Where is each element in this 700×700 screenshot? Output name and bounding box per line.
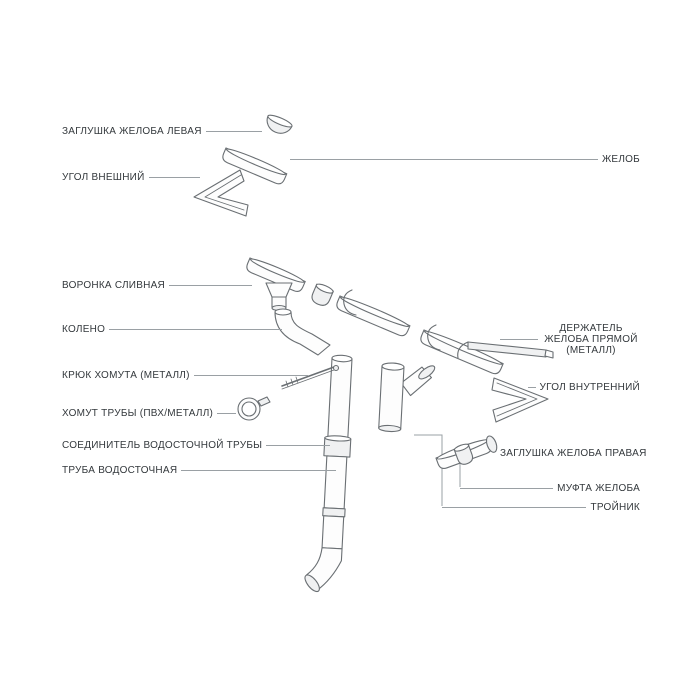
leader-drain-funnel	[169, 284, 252, 286]
label-gutter: ЖЕЛОБ	[601, 153, 640, 165]
label-drain-funnel: ВОРОНКА СЛИВНАЯ	[62, 279, 166, 291]
part-gutter-bracket	[457, 341, 554, 359]
label-gutter-bracket: ДЕРЖАТЕЛЬ ЖЕЛОБА ПРЯМОЙ (МЕТАЛЛ)	[544, 322, 638, 356]
gutter-opening	[423, 330, 503, 365]
leader-pipe-clamp	[217, 412, 236, 414]
hook-thread-ticks	[285, 376, 299, 388]
label-tee: ТРОЙНИК	[590, 501, 640, 513]
tee-body	[378, 365, 405, 430]
pipe-section-1	[327, 357, 353, 440]
leader-gutter	[290, 158, 598, 160]
part-tee	[378, 362, 436, 433]
outer-corner-rim	[204, 174, 245, 211]
label-row-drain-funnel: ВОРОНКА СЛИВНАЯ	[62, 278, 252, 292]
elbow-mouth	[274, 308, 292, 316]
hook-head	[332, 364, 340, 372]
inner-corner-body	[491, 377, 549, 423]
part-outer-corner	[193, 169, 249, 217]
leader-left-end-cap	[205, 130, 262, 132]
gutter-opening	[225, 148, 287, 176]
label-clamp-hook: КРЮК ХОМУТА (МЕТАЛЛ)	[62, 369, 190, 381]
label-row-gutter-bracket: ДЕРЖАТЕЛЬ ЖЕЛОБА ПРЯМОЙ (МЕТАЛЛ)	[500, 323, 640, 356]
part-pipe-clamp	[237, 396, 271, 421]
hook-rod	[281, 366, 335, 387]
leader-elbow	[109, 328, 282, 330]
bracket-hook-end	[544, 349, 554, 359]
label-row-gutter: ЖЕЛОБ	[290, 152, 640, 166]
clamp-inner-ring	[241, 401, 257, 417]
tee-bottom-mouth	[378, 424, 402, 433]
label-row-pipe-connector: СОЕДИНИТЕЛЬ ВОДОСТОЧНОЙ ТРУБЫ	[62, 438, 330, 452]
label-row-pipe-clamp: ХОМУТ ТРУБЫ (ПВХ/МЕТАЛЛ)	[62, 406, 236, 420]
label-row-right-end-cap: ЗАГЛУШКА ЖЕЛОБА ПРАВАЯ	[496, 446, 646, 460]
leader-outer-corner	[148, 176, 200, 178]
leader-lines-bent	[414, 434, 461, 506]
leader-pipe-connector	[266, 444, 330, 446]
label-inner-corner: УГОЛ ВНУТРЕННИЙ	[539, 381, 640, 393]
pipe-outlet-mouth	[304, 574, 320, 593]
inner-corner-rim	[496, 382, 538, 417]
bracket-curved-end	[457, 341, 469, 359]
leader-downpipe	[181, 469, 336, 471]
label-right-end-cap: ЗАГЛУШКА ЖЕЛОБА ПРАВАЯ	[500, 447, 647, 459]
label-row-left-end-cap: ЗАГЛУШКА ЖЕЛОБА ЛЕВАЯ	[62, 124, 262, 138]
label-row-inner-corner: УГОЛ ВНУТРЕННИЙ	[528, 380, 640, 394]
label-row-clamp-hook: КРЮК ХОМУТА (МЕТАЛЛ)	[62, 368, 308, 382]
part-left-end-cap	[266, 114, 293, 134]
part-inner-corner	[491, 377, 549, 423]
pipe-seam-band	[322, 507, 346, 518]
clamp-lug	[257, 396, 271, 407]
tee-top-mouth	[381, 362, 405, 371]
funnel-gutter-opening	[249, 258, 305, 283]
label-downpipe: ТРУБА ВОДОСТОЧНАЯ	[62, 464, 178, 476]
label-elbow: КОЛЕНО	[62, 323, 106, 335]
part-elbow	[274, 308, 331, 356]
right-end-cap	[485, 435, 498, 453]
label-left-end-cap: ЗАГЛУШКА ЖЕЛОБА ЛЕВАЯ	[62, 125, 202, 137]
gutter-hook-1	[343, 289, 357, 316]
leader-tee-h	[442, 506, 587, 508]
sleeve-rim	[324, 435, 352, 442]
elbow-body	[274, 311, 331, 356]
tee-branch-mouth	[418, 365, 436, 380]
leader-clamp-hook	[193, 374, 308, 376]
leader-inner-corner	[528, 386, 536, 388]
bracket-strip	[467, 341, 547, 358]
label-outer-corner: УГОЛ ВНЕШНИЙ	[62, 171, 145, 183]
gutter-body	[336, 295, 411, 337]
hook-rod-shadow	[281, 369, 335, 390]
label-gutter-coupling: МУФТА ЖЕЛОБА	[557, 482, 640, 494]
leader-gutter-coupling-h	[460, 487, 554, 489]
part-run-coupling	[311, 283, 334, 306]
label-row-gutter-coupling: МУФТА ЖЕЛОБА	[460, 481, 640, 495]
part-gutter-section-top	[222, 147, 288, 185]
outer-corner-body	[193, 169, 249, 217]
label-pipe-connector: СОЕДИНИТЕЛЬ ВОДОСТОЧНОЙ ТРУБЫ	[62, 439, 263, 451]
part-gutter-section-mid	[336, 295, 411, 337]
label-row-downpipe: ТРУБА ВОДОСТОЧНАЯ	[62, 463, 336, 477]
label-row-outer-corner: УГОЛ ВНЕШНИЙ	[62, 170, 200, 184]
gutter-opening	[339, 296, 410, 328]
gutter-coupling-opening	[453, 443, 470, 452]
part-drain-funnel	[246, 257, 306, 312]
leader-tee	[414, 434, 443, 506]
pipe-top-mouth	[331, 354, 353, 363]
pipe-section-3	[321, 515, 345, 550]
run-coupling-opening	[315, 283, 334, 294]
label-row-tee: ТРОЙНИК	[442, 500, 640, 514]
part-clamp-hook	[281, 364, 340, 390]
gutter-hook-2	[427, 324, 441, 351]
label-row-elbow: КОЛЕНО	[62, 322, 282, 336]
parts-group	[193, 114, 554, 593]
leader-gutter-bracket	[500, 338, 538, 340]
label-pipe-clamp: ХОМУТ ТРУБЫ (ПВХ/МЕТАЛЛ)	[62, 407, 214, 419]
funnel-cone	[265, 282, 293, 298]
left-end-cap-rim	[267, 114, 293, 128]
part-gutter-section-right	[420, 329, 504, 375]
part-right-assembly	[435, 435, 498, 470]
part-downpipe	[304, 354, 353, 593]
